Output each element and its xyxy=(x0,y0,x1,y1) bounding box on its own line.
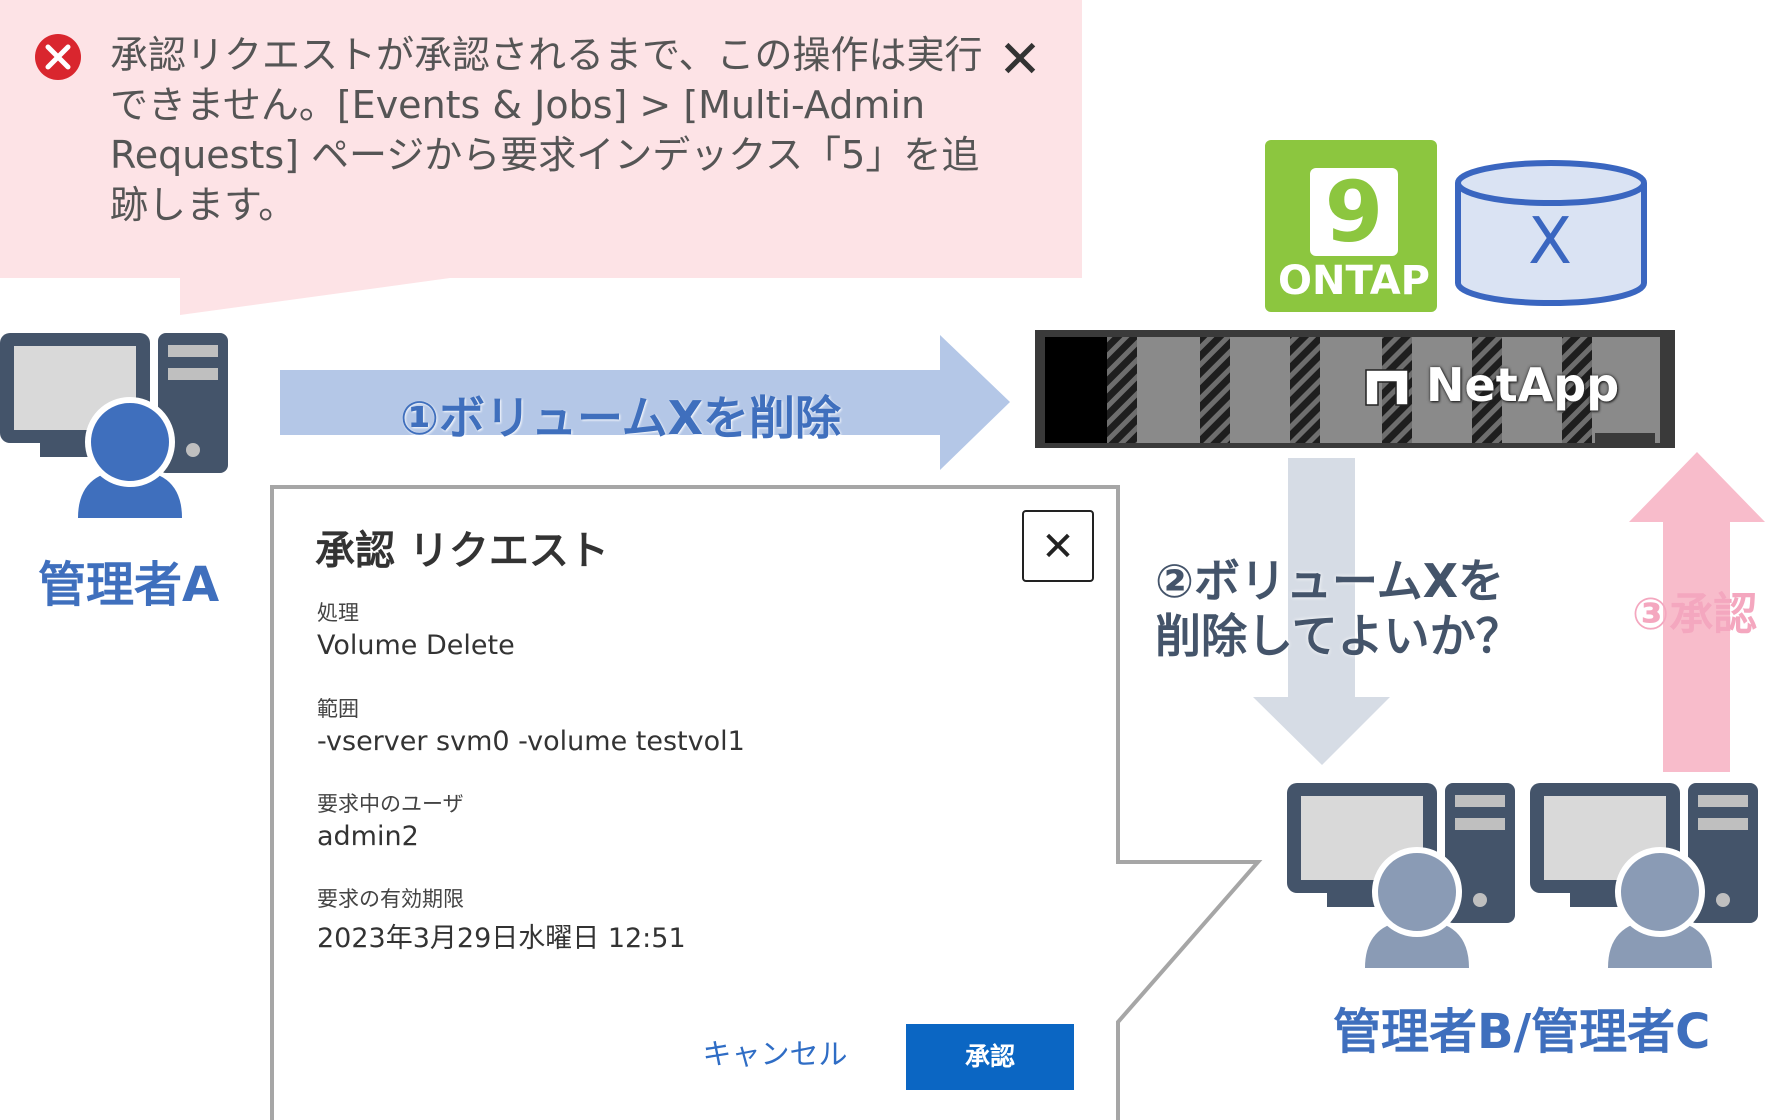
field-value-scope: -vserver svm0 -volume testvol1 xyxy=(317,726,745,757)
admin-a-person-icon xyxy=(78,397,182,518)
approval-dialog-frame xyxy=(270,485,1263,1120)
error-toast-close-icon[interactable]: ✕ xyxy=(998,30,1042,90)
netapp-logo-icon xyxy=(1365,369,1409,406)
field-label-operation: 処理 xyxy=(317,601,359,625)
arrow-step1 xyxy=(280,335,1010,470)
admin-b-person-icon xyxy=(1365,847,1469,968)
admin-a-label: 管理者A xyxy=(38,557,220,613)
volume-cylinder-icon xyxy=(1455,160,1647,306)
admin-bc-label: 管理者B/管理者C xyxy=(1333,1004,1711,1060)
field-value-requesting-user: admin2 xyxy=(317,821,419,852)
field-label-scope: 範囲 xyxy=(317,697,359,721)
volume-label: X xyxy=(1528,205,1572,279)
arrow-step2 xyxy=(1253,458,1390,765)
approve-button[interactable]: 承認 xyxy=(906,1024,1074,1090)
step2-label-line1: ②ボリュームXを xyxy=(1155,554,1505,608)
step2-label-line2: 削除してよいか？ xyxy=(1155,609,1522,663)
arrow-step3 xyxy=(1629,452,1765,772)
step1-label: ①ボリュームXを削除 xyxy=(400,391,842,445)
approval-dialog-close-button[interactable]: ✕ xyxy=(1022,510,1094,582)
cancel-button[interactable]: キャンセル xyxy=(702,1037,848,1071)
admin-c-person-icon xyxy=(1608,847,1712,968)
field-label-requesting-user: 要求中のユーザ xyxy=(317,792,464,816)
error-toast-message: 承認リクエストが承認されるまで、この操作は実行できません。[Events & J… xyxy=(110,33,983,227)
field-value-operation: Volume Delete xyxy=(317,630,515,661)
field-value-expiry: 2023年3月29日水曜日 12:51 xyxy=(317,923,686,954)
netapp-brand-label: NetApp xyxy=(1426,358,1620,412)
error-icon xyxy=(35,34,81,80)
ontap-version-number: 9 xyxy=(1310,168,1398,256)
approval-dialog-title: 承認 リクエスト xyxy=(315,528,609,574)
step3-label: ③承認 xyxy=(1632,589,1758,640)
ontap-label: ONTAP xyxy=(1278,258,1430,304)
netapp-storage-chassis xyxy=(1035,330,1675,448)
error-toast-bubble xyxy=(0,0,1082,315)
field-label-expiry: 要求の有効期限 xyxy=(317,887,464,911)
